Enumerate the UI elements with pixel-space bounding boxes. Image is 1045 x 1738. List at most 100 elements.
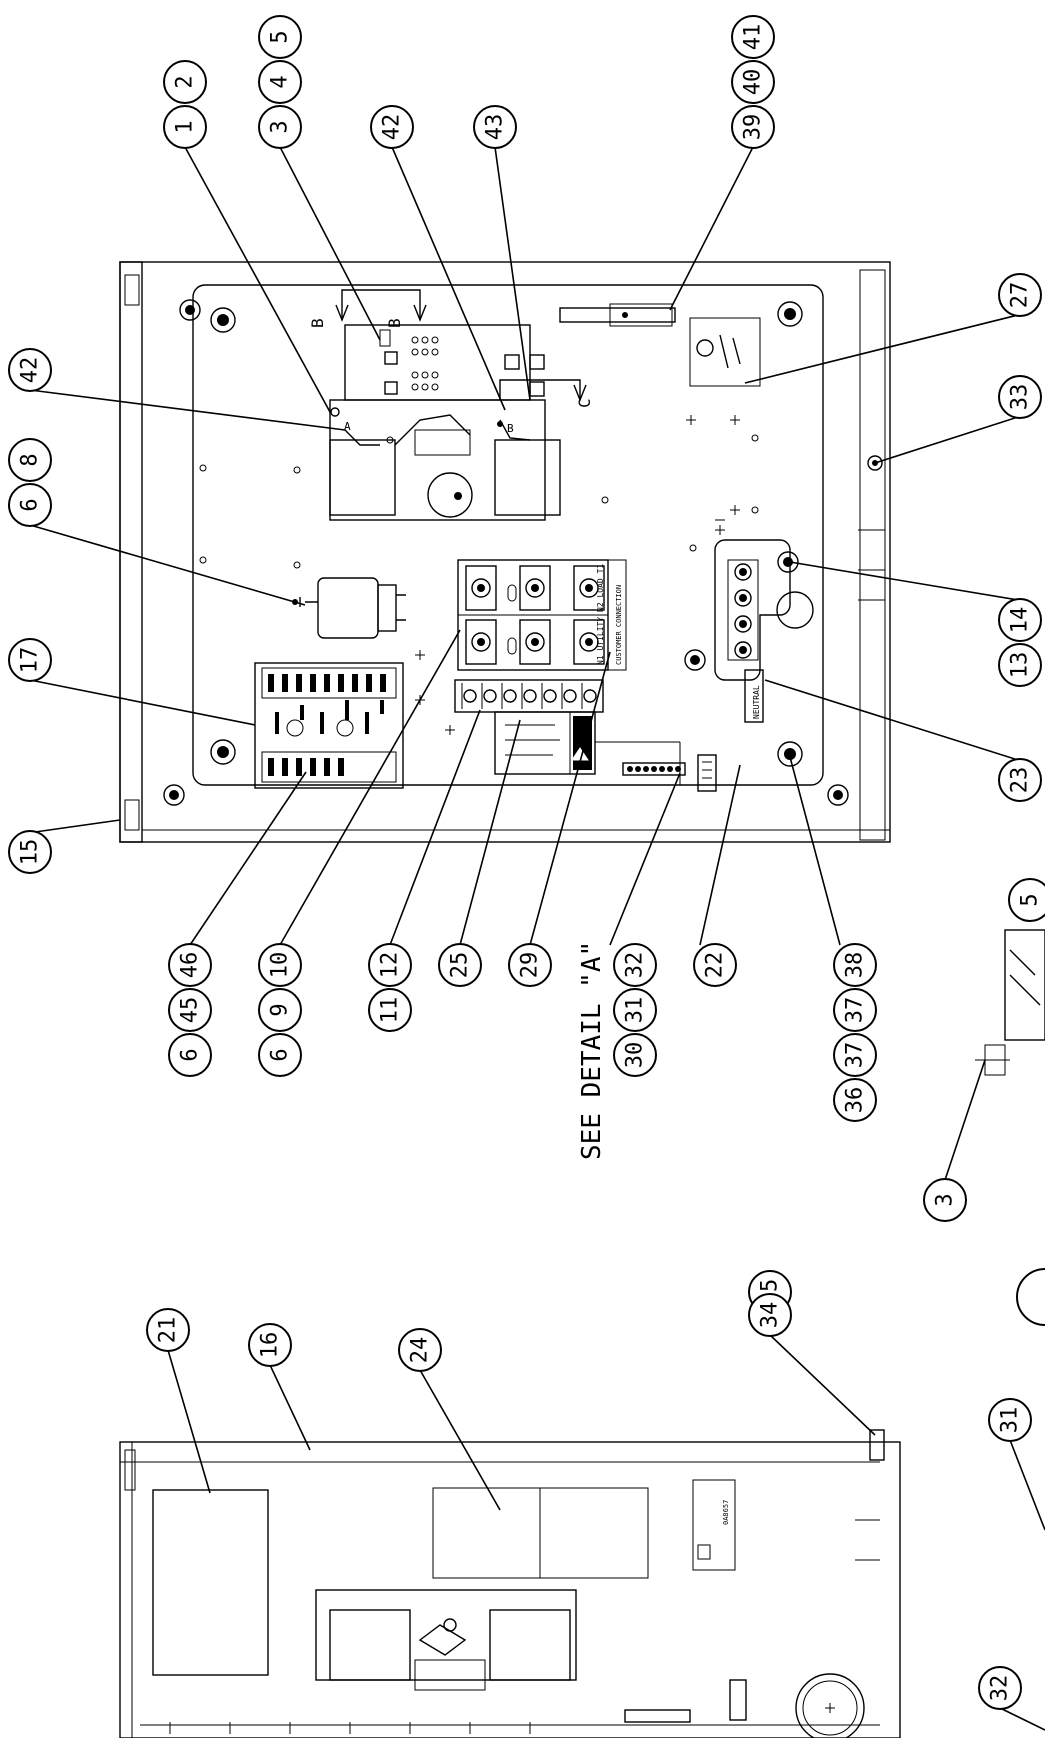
callout-31b: 31	[988, 1398, 1032, 1442]
mounting-screw	[163, 784, 185, 806]
callout-3: 3	[258, 105, 302, 149]
relay	[292, 577, 406, 639]
side-fuse-row	[624, 1679, 747, 1723]
callout-32b: 32	[978, 1666, 1022, 1710]
svg-text:13: 13	[1008, 652, 1033, 679]
control-terminal-strip	[454, 679, 604, 713]
callout-22: 22	[693, 943, 737, 987]
side-knockout	[795, 1673, 865, 1738]
callout-43: 43	[473, 105, 517, 149]
svg-text:39: 39	[741, 114, 766, 141]
svg-text:34: 34	[758, 1302, 783, 1329]
svg-text:25: 25	[448, 952, 473, 979]
svg-text:40: 40	[741, 69, 766, 96]
solenoid-coil-a	[329, 439, 396, 516]
neutral-block	[684, 539, 814, 681]
callout-29: 29	[508, 943, 552, 987]
terminal-block-labels: N1 UTILITY N2 LOAD T1	[596, 564, 605, 665]
reference-marks	[199, 415, 759, 735]
svg-text:43: 43	[483, 114, 508, 141]
svg-text:21: 21	[156, 1317, 181, 1344]
callout-2: 2	[163, 60, 207, 104]
svg-text:27: 27	[1008, 282, 1033, 309]
svg-text:46: 46	[178, 952, 203, 979]
svg-text:6: 6	[268, 1048, 293, 1061]
svg-text:17: 17	[18, 647, 43, 674]
callout-17: 17	[8, 638, 52, 682]
callout-6b: 6	[168, 1033, 212, 1077]
svg-text:31: 31	[623, 997, 648, 1024]
callout-6: 6	[8, 483, 52, 527]
svg-text:4: 4	[268, 75, 293, 88]
callout-42b: 42	[8, 348, 52, 392]
callout-23: 23	[998, 758, 1042, 802]
svg-text:2: 2	[173, 75, 198, 88]
section-arrow-b: B B	[308, 289, 427, 328]
coil-b-marker: B	[507, 422, 514, 435]
callout-40: 40	[731, 60, 775, 104]
main-terminal-block: N1 UTILITY N2 LOAD T1 CUSTOMER CONNECTIO…	[457, 559, 627, 671]
callout-5b: 5	[1008, 878, 1045, 922]
side-view-outline	[119, 1441, 901, 1738]
section-arrow-c: C	[499, 379, 594, 408]
svg-text:37: 37	[843, 1042, 868, 1069]
mounting-screw	[777, 301, 803, 327]
callout-37: 37	[833, 988, 877, 1032]
leader-lines	[29, 146, 1045, 1731]
svg-text:16: 16	[258, 1332, 283, 1359]
svg-text:3: 3	[268, 120, 293, 133]
callout-34: 34	[748, 1293, 792, 1337]
callout-41: 41	[731, 15, 775, 59]
enclosure-front-view: A B B B C	[119, 261, 891, 843]
transfer-switch-mechanism: A B	[329, 324, 561, 521]
svg-text:38: 38	[843, 952, 868, 979]
fuse-holder	[559, 303, 676, 327]
svg-text:15: 15	[18, 839, 43, 866]
enclosure-side-rail	[859, 269, 886, 841]
callout-33: 33	[998, 375, 1042, 419]
callout-25: 25	[438, 943, 482, 987]
svg-text:5: 5	[268, 30, 293, 43]
coil-a-marker: A	[344, 420, 351, 433]
callout-46: 46	[168, 943, 212, 987]
svg-text:6: 6	[178, 1048, 203, 1061]
svg-text:37: 37	[843, 997, 868, 1024]
svg-text:8: 8	[18, 453, 43, 466]
svg-text:3: 3	[933, 1193, 958, 1206]
svg-text:NEUTRAL: NEUTRAL	[752, 685, 761, 719]
callout-11: 11	[368, 988, 412, 1032]
callout-6c: 6	[258, 1033, 302, 1077]
svg-text:10: 10	[268, 952, 293, 979]
callout-24: 24	[398, 1328, 442, 1372]
callout-38: 38	[833, 943, 877, 987]
svg-text:5: 5	[1018, 893, 1043, 906]
callout-30: 30	[613, 1033, 657, 1077]
svg-text:42: 42	[18, 357, 43, 384]
mounting-screw	[210, 307, 236, 333]
svg-text:33: 33	[1008, 384, 1033, 411]
callout-bubbles: 1 2 3 4 5 42 43 39 40 41 42 6 8 17 15 27…	[8, 15, 1045, 1710]
svg-text:45: 45	[178, 997, 203, 1024]
mounting-screw	[179, 299, 201, 321]
controller-board	[254, 662, 404, 789]
callout-45: 45	[168, 988, 212, 1032]
see-detail-label: SEE DETAIL "A"	[577, 941, 607, 1160]
solenoid-coil-b	[494, 439, 561, 516]
callout-1: 1	[163, 105, 207, 149]
svg-text:30: 30	[623, 1042, 648, 1069]
wiring-label-plate	[494, 711, 681, 785]
side-part-number: 0A8657	[722, 1500, 730, 1525]
mounting-screw	[777, 741, 803, 767]
callout-5: 5	[258, 15, 302, 59]
callout-37b: 37	[833, 1033, 877, 1077]
mounting-screw	[210, 739, 236, 765]
callout-4: 4	[258, 60, 302, 104]
enclosure-side-view: 0A8657	[119, 1429, 901, 1738]
side-label-panel	[152, 1489, 269, 1676]
svg-text:B: B	[308, 318, 327, 328]
svg-text:32: 32	[988, 1675, 1013, 1702]
callout-36: 36	[833, 1078, 877, 1122]
svg-text:23: 23	[1008, 767, 1033, 794]
